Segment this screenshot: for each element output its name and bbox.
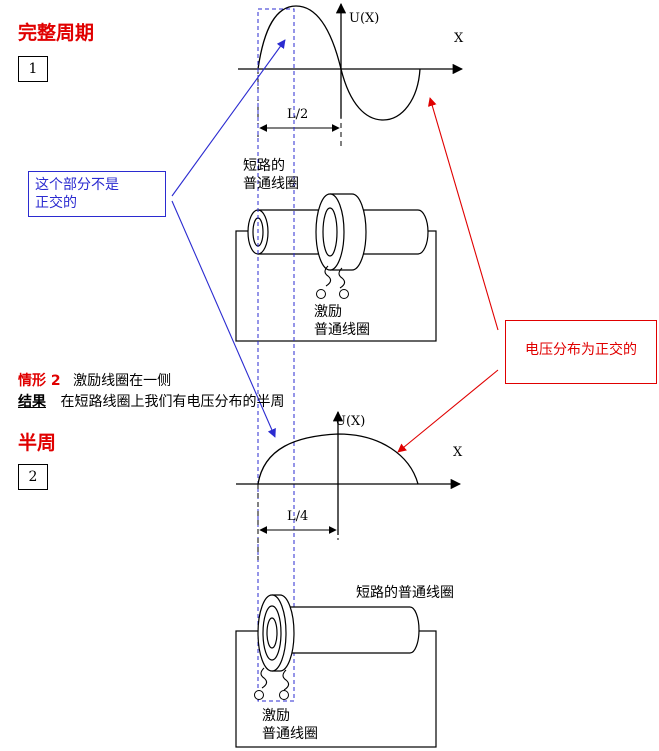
plot2-x-label: X — [453, 445, 463, 460]
blue-arrow-up — [171, 39, 286, 197]
plot1-x-label: X — [454, 31, 464, 46]
non-orthogonal-callout: 这个部分不是 正交的 — [28, 171, 166, 217]
exciter-2-label-line2: 普通线圈 — [262, 726, 318, 742]
exciter-1-label-line1: 激励 — [314, 304, 342, 320]
situation-line: 情形 2 激励线圈在一侧 — [18, 370, 171, 390]
section2-number: 2 — [18, 464, 48, 490]
blue-arrow-down — [171, 200, 276, 438]
plot2-length-label: L/4 — [287, 509, 309, 524]
plot2-half-period-curve — [257, 433, 419, 485]
short-coil-1-label-line1: 短路的 — [243, 158, 285, 174]
short-coil-1-label-line2: 普通线圈 — [243, 176, 299, 192]
result-label: 结果 — [18, 394, 46, 410]
result-line: 结果 在短路线圈上我们有电压分布的半周 — [18, 391, 284, 411]
exciter-coil-1-terminal-a — [316, 289, 326, 299]
plot2-u-label: U(X) — [335, 414, 366, 429]
non-orthogonal-callout-line2: 正交的 — [35, 195, 77, 211]
red-arrow-down — [397, 369, 499, 453]
short-circuited-coil-2 — [276, 606, 420, 654]
exciter-coil-1-terminal-b — [339, 289, 349, 299]
exciter-coil-2-terminal-b — [279, 690, 289, 700]
non-orthogonal-callout-line1: 这个部分不是 — [35, 177, 119, 193]
exciter-1-label-line2: 普通线圈 — [314, 322, 370, 338]
plot1-full-period-curve — [257, 5, 421, 121]
exciter-2-label-line1: 激励 — [262, 708, 290, 724]
orthogonal-callout: 电压分布为正交的 — [505, 320, 657, 384]
section2-title: 半周 — [18, 432, 57, 454]
exciter-coil-2 — [257, 594, 295, 672]
section1-title: 完整周期 — [18, 22, 95, 44]
plot1-length-label: L/2 — [287, 107, 309, 122]
situation-text: 激励线圈在一侧 — [73, 373, 172, 389]
situation-label: 情形 2 — [18, 373, 61, 389]
short-coil-2-label: 短路的普通线圈 — [356, 585, 454, 601]
non-orthogonal-region — [257, 8, 295, 702]
result-text: 在短路线圈上我们有电压分布的半周 — [60, 394, 285, 410]
orthogonal-callout-text: 电压分布为正交的 — [525, 342, 637, 358]
section1-number: 1 — [18, 56, 48, 82]
exciter-coil-1 — [315, 193, 367, 271]
exciter-coil-2-terminal-a — [254, 690, 264, 700]
plot2-axes — [236, 410, 462, 535]
exciter-coil-2-leads — [260, 667, 290, 691]
red-arrow-up — [428, 97, 499, 331]
plot1-u-label: U(X) — [349, 11, 380, 26]
exciter-coil-1-leads — [324, 265, 346, 289]
